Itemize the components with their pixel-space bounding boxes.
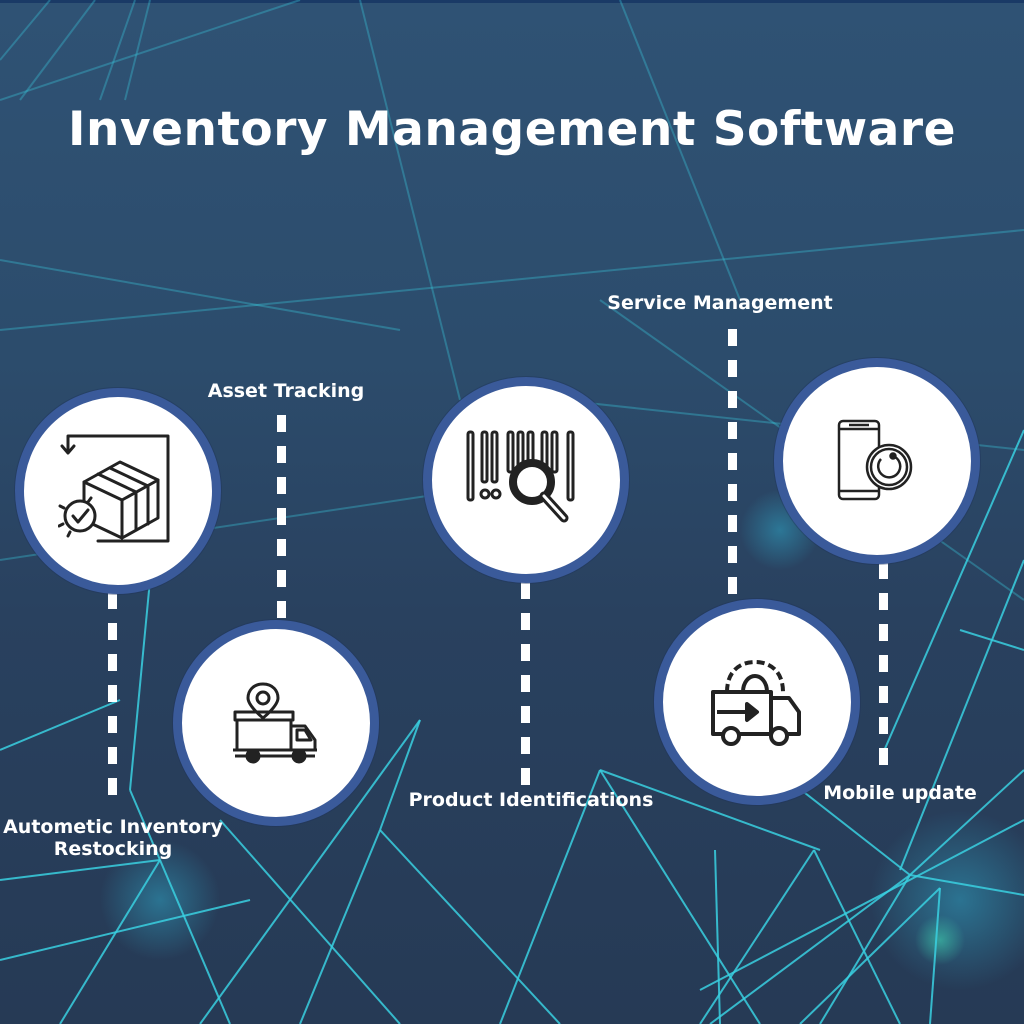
connector-product-identification bbox=[521, 582, 530, 787]
feature-node-restocking bbox=[15, 388, 221, 594]
feature-label-service-management: Service Management bbox=[607, 292, 833, 314]
connector-asset-tracking bbox=[277, 415, 286, 625]
delivery-truck-location-pin-icon bbox=[233, 682, 317, 764]
smartphone-sync-icon bbox=[837, 419, 913, 501]
connector-restocking bbox=[108, 592, 117, 797]
feature-label-asset-tracking: Asset Tracking bbox=[207, 380, 365, 402]
connector-mobile-update bbox=[879, 562, 888, 767]
page-title: Inventory Management Software bbox=[68, 102, 956, 157]
feature-node-service-management bbox=[654, 599, 860, 805]
feature-node-asset-tracking bbox=[173, 620, 379, 826]
feature-label-restocking: Autometic Inventory Restocking bbox=[0, 816, 226, 860]
top-border bbox=[0, 0, 1024, 3]
feature-node-product-identification bbox=[423, 377, 629, 583]
feature-node-mobile-update bbox=[774, 358, 980, 564]
connector-service-management bbox=[728, 329, 737, 601]
box-restock-check-icon bbox=[58, 434, 170, 542]
truck-gear-icon bbox=[711, 660, 801, 746]
feature-label-restocking-line2: Restocking bbox=[53, 838, 173, 860]
feature-label-mobile-update: Mobile update bbox=[823, 782, 977, 804]
feature-label-product-identification: Product Identifications bbox=[408, 789, 654, 811]
feature-label-restocking-line1: Autometic Inventory bbox=[3, 816, 223, 838]
barcode-magnifier-icon bbox=[466, 430, 575, 523]
